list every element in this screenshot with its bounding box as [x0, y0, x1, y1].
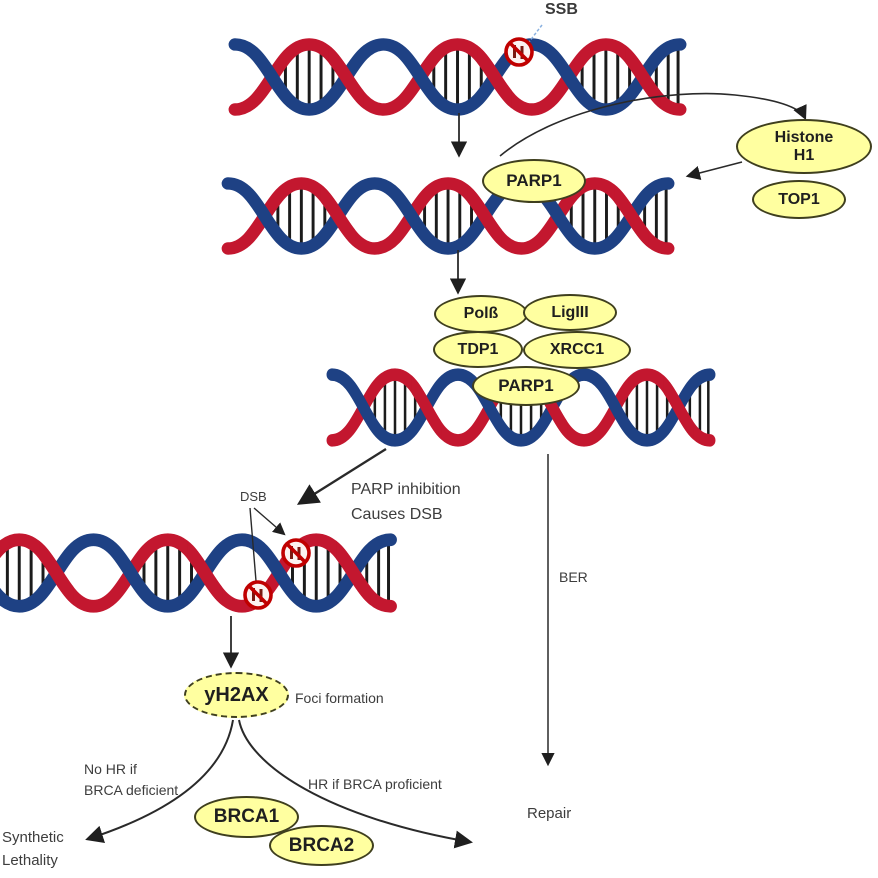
- ssb-break-icon: [504, 37, 534, 67]
- label-parp-inhibition-line1: PARP inhibition: [351, 481, 461, 498]
- node-yh2ax: yH2AX: [184, 672, 289, 718]
- curve-no-hr-branch: [85, 719, 234, 843]
- pointer-ssb: [528, 24, 543, 43]
- node-parp1-mid: PARP1: [472, 366, 580, 406]
- curve-hr-branch: [238, 719, 473, 849]
- node-parp1-top-label: PARP1: [506, 171, 562, 190]
- node-parp1-top: PARP1: [482, 159, 586, 203]
- label-no-hr-line2: BRCA deficient: [84, 782, 179, 798]
- pointer-dsb-upper: [253, 507, 286, 536]
- label-synthetic-lethality-line2: Lethality: [2, 852, 58, 869]
- dna-helix-4: [0, 540, 391, 607]
- node-xrcc1: XRCC1: [523, 331, 631, 369]
- dsb-break-icon-lower: [243, 580, 273, 610]
- label-no-hr-line1: No HR if: [84, 761, 137, 777]
- arrow-parp-inhibition: [296, 447, 387, 505]
- node-tdp1-label: TDP1: [457, 340, 499, 358]
- node-tdp1: TDP1: [433, 331, 523, 368]
- node-xrcc1-label: XRCC1: [549, 341, 605, 358]
- dna-helix-1: [235, 44, 680, 109]
- node-brca2-label: BRCA2: [288, 834, 355, 856]
- node-parp1-mid-label: PARP1: [498, 376, 554, 395]
- node-brca2: BRCA2: [269, 825, 374, 866]
- label-no-hr: No HR if BRCA deficient: [84, 759, 178, 801]
- label-synthetic-lethality-line1: Synthetic: [2, 829, 64, 846]
- arrow-histone-to-dna: [685, 161, 743, 180]
- label-synthetic-lethality: Synthetic Lethality: [2, 826, 64, 872]
- label-parp-inhibition: PARP inhibition Causes DSB: [351, 477, 461, 527]
- label-repair: Repair: [527, 805, 572, 822]
- label-hr-proficient: HR if BRCA proficient: [308, 776, 442, 792]
- label-foci-formation: Foci formation: [295, 690, 384, 706]
- node-brca1: BRCA1: [194, 796, 299, 838]
- label-ssb: SSB: [545, 1, 578, 18]
- node-lig3-label: LigIII: [551, 303, 589, 321]
- node-lig3: LigIII: [523, 294, 617, 331]
- node-histone-h1: Histone H1: [736, 119, 872, 174]
- node-top1-label: TOP1: [778, 190, 820, 208]
- label-dsb: DSB: [240, 489, 267, 504]
- pointer-dsb-lower: [249, 507, 257, 582]
- node-histone-label-line2: H1: [793, 146, 815, 164]
- curve-parp1-to-histone: [499, 92, 807, 157]
- node-brca1-label: BRCA1: [213, 806, 280, 827]
- dsb-break-icon-upper: [281, 538, 311, 568]
- node-top1: TOP1: [752, 180, 846, 219]
- node-polb: Polß: [434, 295, 528, 333]
- node-histone-label-line1: Histone: [774, 128, 834, 146]
- dna-helix-2: [228, 183, 668, 248]
- label-parp-inhibition-line2: Causes DSB: [351, 506, 443, 523]
- node-yh2ax-label: yH2AX: [204, 683, 269, 706]
- node-polb-label: Polß: [463, 305, 499, 322]
- label-ber: BER: [559, 569, 588, 585]
